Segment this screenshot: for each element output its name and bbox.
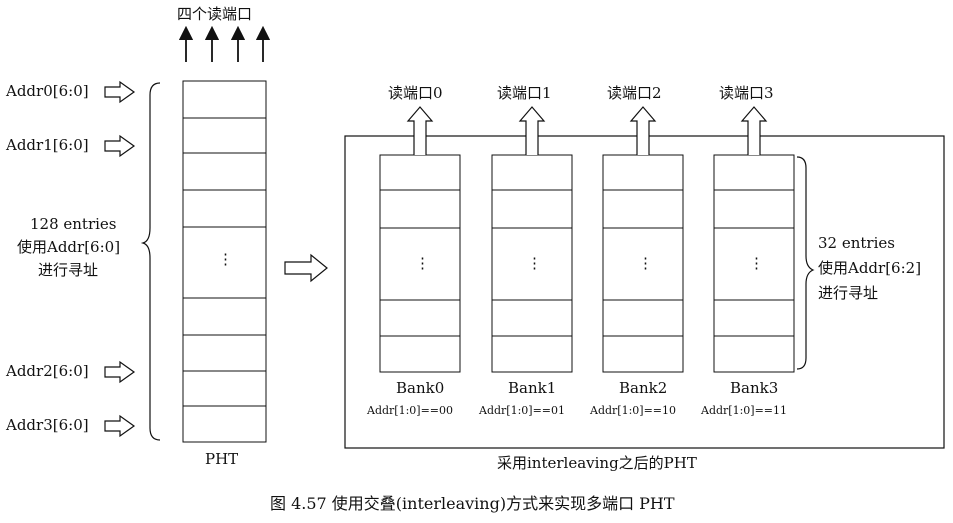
hollow-right-arrow-icon	[104, 80, 136, 104]
right-desc-indexing: 进行寻址	[818, 284, 879, 302]
transform-arrow-icon	[284, 253, 328, 283]
addr1-label: Addr1[6:0]	[6, 136, 89, 154]
bank0-name: Bank0	[396, 379, 445, 397]
hollow-up-arrow-icon	[629, 106, 657, 155]
pht-label: PHT	[205, 450, 239, 468]
bank2-port-label: 读端口2	[607, 84, 662, 102]
addr-input-arrows	[104, 80, 136, 438]
hollow-up-arrow-icon	[406, 106, 434, 155]
addr3-label: Addr3[6:0]	[6, 416, 89, 434]
bank1-name: Bank1	[508, 379, 557, 397]
read-ports-label: 四个读端口	[177, 5, 253, 23]
bank3-addr: Addr[1:0]==11	[701, 404, 788, 417]
bank3-ellipsis: ⋮	[749, 254, 764, 272]
hollow-up-arrow-icon	[518, 106, 546, 155]
left-desc-indexing: 进行寻址	[38, 261, 99, 279]
bank0-ellipsis: ⋮	[415, 254, 430, 272]
bank2-ellipsis: ⋮	[638, 254, 653, 272]
pht-table	[182, 80, 267, 443]
bank-tables	[379, 154, 795, 373]
bank1-addr: Addr[1:0]==01	[479, 404, 566, 417]
read-port-arrows	[178, 25, 271, 62]
bank2-addr: Addr[1:0]==10	[590, 404, 677, 417]
left-desc-entries: 128 entries	[30, 215, 117, 233]
bank0-addr: Addr[1:0]==00	[367, 404, 454, 417]
hollow-right-arrow-icon	[104, 360, 136, 384]
bank0-port-label: 读端口0	[388, 84, 443, 102]
right-brace	[796, 156, 815, 370]
hollow-right-arrow-icon	[104, 134, 136, 158]
hollow-up-arrow-icon	[740, 106, 768, 155]
bank2-name: Bank2	[619, 379, 668, 397]
left-brace	[140, 82, 161, 441]
bank1-ellipsis: ⋮	[527, 254, 542, 272]
bank3-port-label: 读端口3	[719, 84, 774, 102]
right-desc-entries: 32 entries	[818, 234, 895, 252]
bank-port-arrows	[406, 106, 768, 155]
addr0-label: Addr0[6:0]	[6, 82, 89, 100]
hollow-right-arrow-icon	[104, 414, 136, 438]
addr2-label: Addr2[6:0]	[6, 362, 89, 380]
interleaved-label: 采用interleaving之后的PHT	[497, 454, 697, 472]
bank1-port-label: 读端口1	[497, 84, 552, 102]
pht-ellipsis: ⋮	[218, 250, 233, 268]
figure-caption: 图 4.57 使用交叠(interleaving)方式来实现多端口 PHT	[270, 494, 675, 513]
left-desc-addressing: 使用Addr[6:0]	[17, 238, 121, 256]
right-desc-addressing: 使用Addr[6:2]	[818, 259, 922, 277]
bank3-name: Bank3	[730, 379, 779, 397]
